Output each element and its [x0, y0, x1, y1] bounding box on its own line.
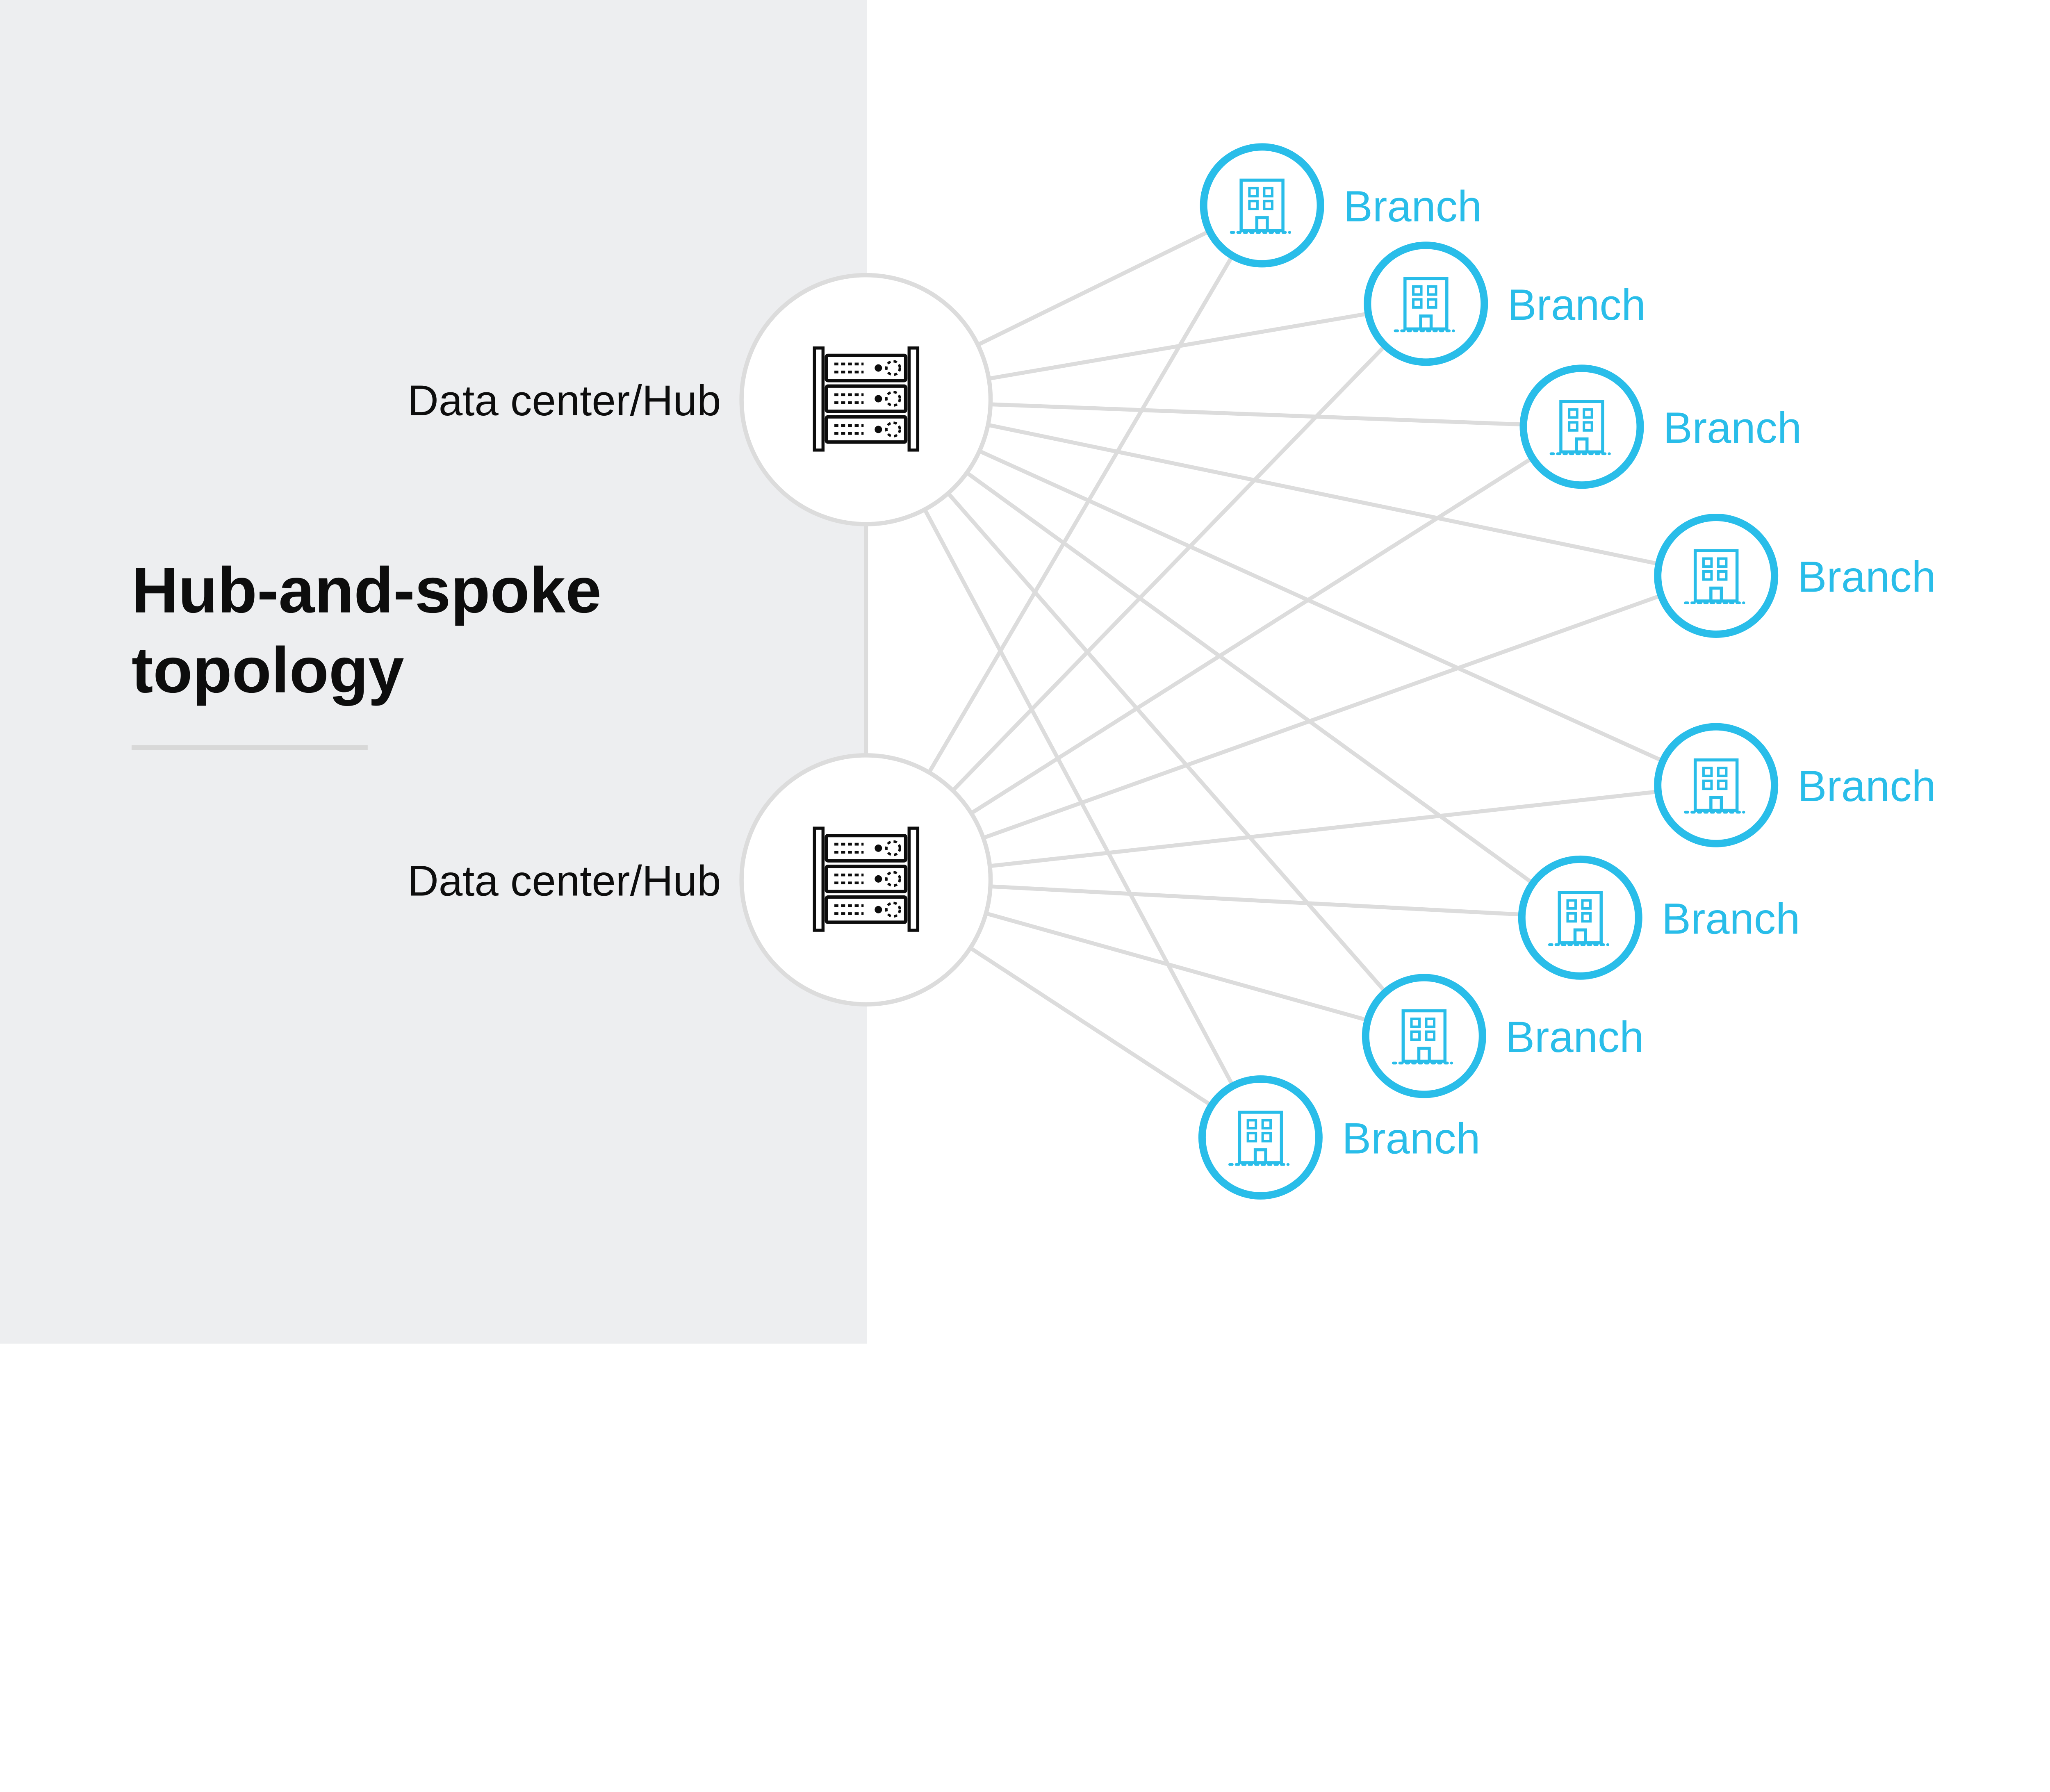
- branch-circle: [1519, 364, 1644, 489]
- branch-node-4: [1654, 513, 1779, 638]
- branch-label: Branch: [1797, 762, 1936, 811]
- branch-label: Branch: [1797, 552, 1936, 601]
- branch-circle: [1198, 1075, 1323, 1200]
- connection-line: [866, 398, 1717, 578]
- connection-line: [865, 398, 1582, 920]
- branch-label: Branch: [1344, 182, 1482, 231]
- connection-line: [864, 204, 1264, 881]
- connection-line: [865, 574, 1717, 882]
- branch-circle: [1518, 855, 1642, 980]
- branch-circle: [1200, 143, 1324, 268]
- connection-line: [864, 398, 1426, 1038]
- branch-node-8: [1198, 1075, 1323, 1200]
- connection-line: [866, 783, 1717, 882]
- branch-circle: [1362, 974, 1486, 1098]
- connection-line: [864, 302, 1428, 881]
- connection-line: [865, 398, 1717, 787]
- branch-label: Branch: [1342, 1114, 1480, 1163]
- branch-circle: [1654, 723, 1779, 847]
- branch-circle: [1654, 513, 1779, 638]
- branch-node-7: [1362, 974, 1486, 1098]
- branch-node-6: [1518, 855, 1642, 980]
- hub-node-2: [739, 753, 993, 1007]
- branch-node-2: [1364, 241, 1488, 366]
- branch-node-1: [1200, 143, 1324, 268]
- page-title-line2: topology: [132, 634, 404, 706]
- title-underline: [131, 745, 368, 750]
- branch-label: Branch: [1508, 280, 1646, 329]
- hub-label: Data center/Hub: [408, 377, 721, 425]
- branch-node-3: [1519, 364, 1644, 489]
- hub-node-1: [739, 273, 993, 526]
- hub-and-spoke-diagram: Hub-and-spoke topology Data center/Hub D…: [0, 0, 1936, 1344]
- connection-line: [865, 425, 1583, 882]
- branch-node-5: [1654, 723, 1779, 847]
- branch-label: Branch: [1506, 1013, 1644, 1061]
- connection-line: [864, 398, 1262, 1139]
- branch-label: Branch: [1662, 894, 1800, 943]
- branch-label: Branch: [1663, 403, 1802, 452]
- hub-circle: [739, 753, 993, 1007]
- hub-circle: [739, 273, 993, 526]
- branch-circle: [1364, 241, 1488, 366]
- hub-label: Data center/Hub: [408, 857, 721, 905]
- connection-lines: [864, 203, 1717, 1139]
- page-title-line1: Hub-and-spoke: [132, 554, 601, 626]
- left-panel: [0, 0, 867, 1344]
